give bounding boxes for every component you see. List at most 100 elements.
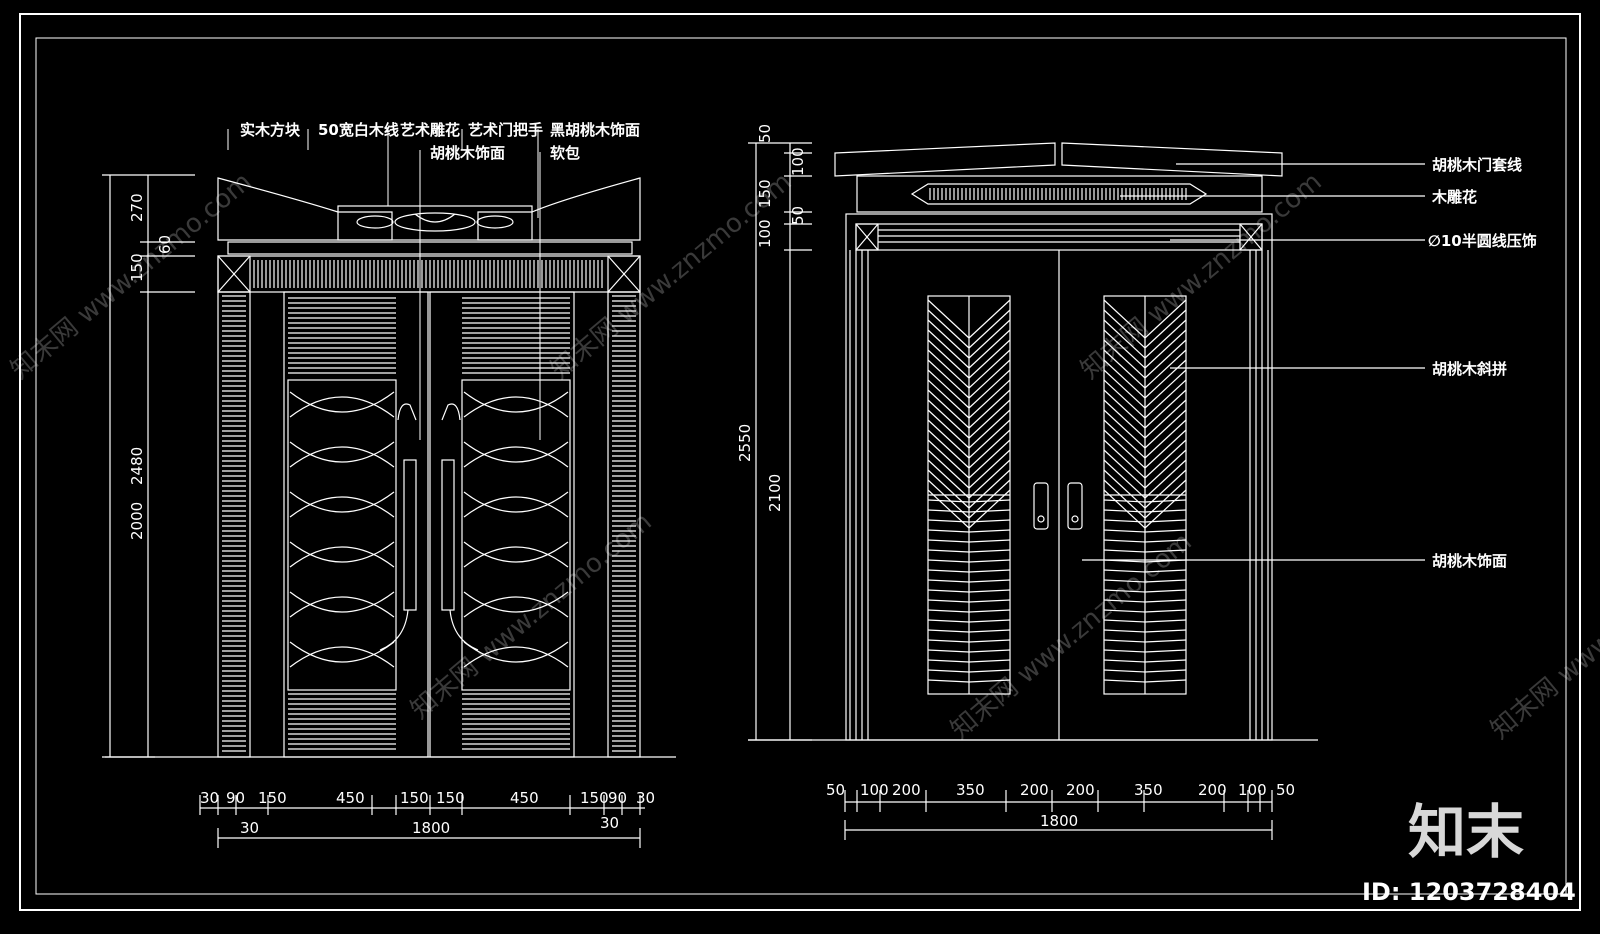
scale-arc [463, 391, 569, 418]
scale-arc [289, 391, 395, 418]
right-dim-7: 200 [1198, 781, 1227, 799]
hatch-line [1103, 429, 1146, 469]
hatch-line [1103, 539, 1146, 543]
hatch-line [927, 399, 970, 439]
handle-right-foot [449, 609, 479, 651]
scale-arc [289, 441, 395, 468]
hatch-line [1144, 419, 1187, 459]
hatch-line [1103, 449, 1146, 489]
hatch-line [1144, 349, 1187, 389]
dim-2550: 2550 [736, 424, 754, 462]
hatch-line [1103, 519, 1146, 523]
dim-50-top: 50 [756, 124, 774, 143]
hatch-line [1144, 649, 1187, 653]
hatch-line [1144, 359, 1187, 399]
handle-left-foot [379, 609, 409, 651]
hatch-line [927, 569, 970, 573]
hatch-line [927, 449, 970, 489]
left-vertical-dims: 270 60 150 2480 2000 [128, 193, 174, 540]
hatch-line [1103, 609, 1146, 613]
hatch-line [968, 419, 1011, 459]
hatch-line [1103, 619, 1146, 623]
dim-50-mid: 50 [789, 206, 807, 225]
hatch-line [927, 439, 970, 479]
hatch-line [927, 589, 970, 593]
hatch-line [1144, 509, 1187, 513]
left-callouts [227, 129, 541, 440]
frame-trim-lines [849, 229, 1269, 740]
cornice-band [227, 241, 633, 255]
hatch-line [1103, 549, 1146, 553]
hatch-line [927, 409, 970, 449]
hatch-line [968, 329, 1011, 369]
hatch-line [927, 319, 970, 359]
hatch-line [927, 529, 970, 533]
left-dim-3: 450 [336, 789, 365, 807]
right-dim-2: 200 [892, 781, 921, 799]
hatch-line [1103, 569, 1146, 573]
hatch-line [1103, 409, 1146, 449]
dim-270: 270 [128, 193, 146, 222]
hatch-line [968, 579, 1011, 583]
left-dim-0: 30 [200, 789, 219, 807]
right-dim-4: 200 [1020, 781, 1049, 799]
hatch-line [968, 519, 1011, 523]
hatch-line [1103, 639, 1146, 643]
hatch-line [968, 409, 1011, 449]
door-leaf-left [283, 291, 429, 758]
hatch-line [1103, 339, 1146, 379]
hatch-line [968, 639, 1011, 643]
hatch-line [1103, 369, 1146, 409]
hatch-line [1144, 439, 1187, 479]
header-band [217, 255, 641, 293]
hatch-line [1144, 529, 1187, 533]
hatch-line [1103, 669, 1146, 673]
hatch-line [927, 639, 970, 643]
label-wood-carving: 木雕花 [1431, 188, 1477, 206]
hatch-line [927, 299, 970, 339]
scale-arc [289, 491, 395, 518]
soft-pack-left [287, 379, 397, 691]
right-door-elevation [748, 142, 1425, 840]
hatch-line [927, 349, 970, 389]
left-callout-text: 实木方块 50宽白木线 艺术雕花 艺术门把手 黑胡桃木饰面 胡桃木饰面 软包 [240, 121, 640, 162]
hatch-line [968, 369, 1011, 409]
brand-logo: 知末 [1408, 798, 1524, 866]
crown-right-wing [477, 177, 641, 241]
hatch-line [927, 359, 970, 399]
right-dim-9: 50 [1276, 781, 1295, 799]
herringbone-pattern [927, 296, 1187, 694]
left-dim-9: 30 [636, 789, 655, 807]
scale-arc [289, 541, 395, 568]
hatch-line [1144, 459, 1187, 499]
hatch-line [1144, 679, 1187, 683]
image-id: ID: 1203728404 [1362, 878, 1576, 906]
hatch-line [927, 509, 970, 513]
hatch-line [1103, 499, 1146, 503]
hatch-line [968, 429, 1011, 469]
hatch-line [968, 299, 1011, 339]
hatch-line [927, 649, 970, 653]
left-jamb [217, 291, 251, 758]
label-solid-wood-block: 实木方块 [240, 121, 301, 139]
hatch-line [927, 559, 970, 563]
head-trim [855, 223, 1263, 251]
hatch-line [927, 519, 970, 523]
hatch-line [1144, 659, 1187, 663]
hatch-line [1144, 409, 1187, 449]
left-sub-dim-a: 30 [240, 819, 259, 837]
hatch-line [1144, 669, 1187, 673]
frieze-carving [910, 183, 1208, 205]
leaf-hatch [288, 297, 570, 750]
hatch-line [968, 539, 1011, 543]
corner-square-right [1239, 223, 1263, 251]
hatch-line [968, 339, 1011, 379]
hatch-line [927, 609, 970, 613]
dim-2000: 2000 [128, 502, 146, 540]
hatch-line [1144, 499, 1187, 503]
left-door-elevation [102, 174, 676, 848]
hatch-line [1144, 339, 1187, 379]
hatch-line [1103, 439, 1146, 479]
hatch-line [927, 629, 970, 633]
hatch-line [1103, 589, 1146, 593]
